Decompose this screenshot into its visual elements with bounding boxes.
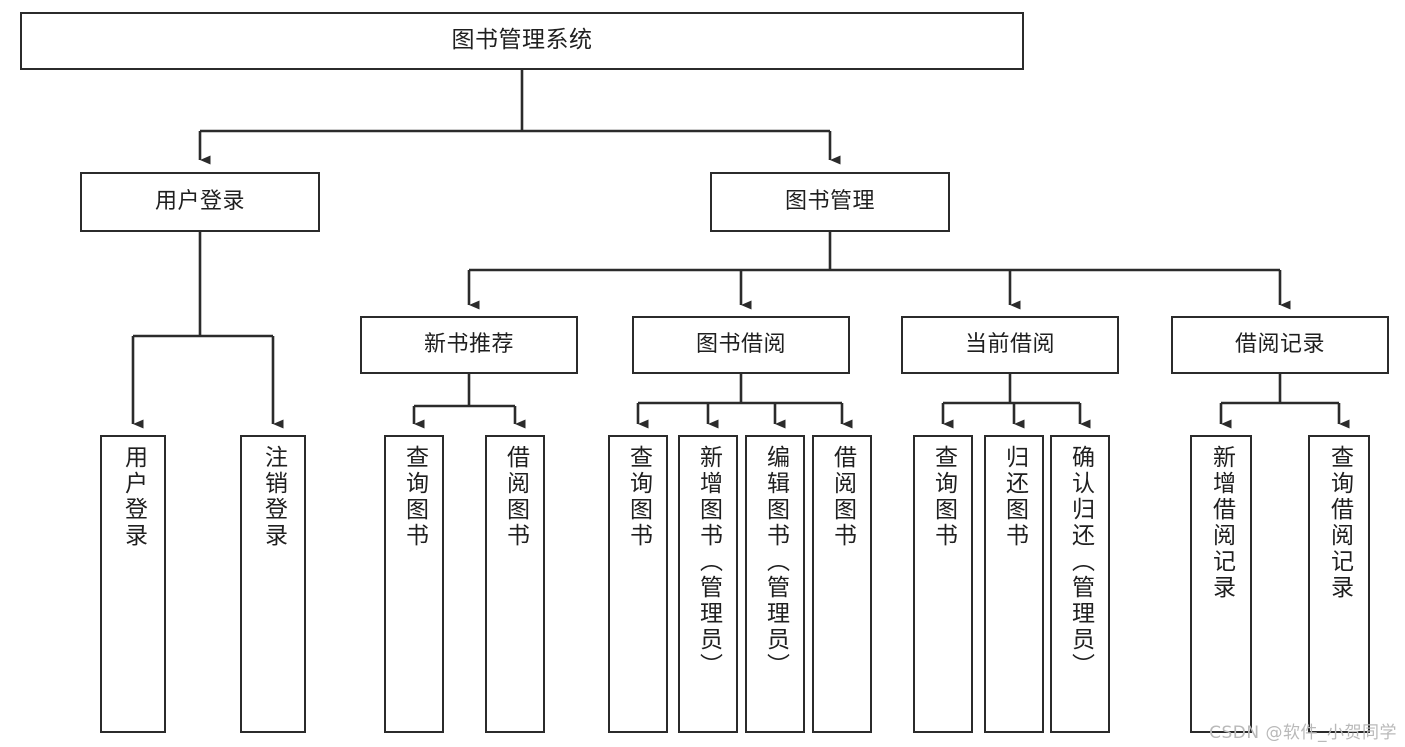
node-user-login[interactable]: 用户登录: [80, 172, 320, 232]
node-leaf-borrow-book[interactable]: 借阅图书: [812, 435, 872, 733]
node-label: 查询图书: [401, 445, 428, 549]
node-leaf-query-borrow-record[interactable]: 查询借阅记录: [1308, 435, 1370, 733]
node-label: 新增图书（管理员）: [695, 445, 722, 679]
node-leaf-confirm-return-admin[interactable]: 确认归还（管理员）: [1050, 435, 1110, 733]
node-leaf-user-login[interactable]: 用户登录: [100, 435, 166, 733]
node-book-manage[interactable]: 图书管理: [710, 172, 950, 232]
node-borrow-record[interactable]: 借阅记录: [1171, 316, 1389, 374]
node-leaf-query-book-recommend[interactable]: 查询图书: [384, 435, 444, 733]
node-leaf-return-book[interactable]: 归还图书: [984, 435, 1044, 733]
node-label: 查询图书: [625, 445, 652, 549]
node-book-borrow[interactable]: 图书借阅: [632, 316, 850, 374]
node-label: 图书借阅: [695, 332, 786, 358]
node-label: 查询借阅记录: [1326, 445, 1353, 601]
node-leaf-edit-book-admin[interactable]: 编辑图书（管理员）: [745, 435, 805, 733]
node-label: 新书推荐: [423, 332, 514, 358]
node-label: 借阅记录: [1234, 332, 1325, 358]
node-label: 归还图书: [1001, 445, 1028, 549]
node-label: 注销登录: [260, 445, 287, 549]
node-label: 借阅图书: [502, 445, 529, 549]
node-new-book-recommend[interactable]: 新书推荐: [360, 316, 578, 374]
node-leaf-borrow-book-recommend[interactable]: 借阅图书: [485, 435, 545, 733]
node-label: 用户登录: [120, 445, 147, 549]
node-book-management-system[interactable]: 图书管理系统: [20, 12, 1024, 70]
node-label: 确认归还（管理员）: [1067, 445, 1094, 679]
node-leaf-query-book-borrow[interactable]: 查询图书: [608, 435, 668, 733]
node-label: 图书管理系统: [451, 27, 593, 54]
node-label: 用户登录: [154, 189, 245, 215]
node-label: 新增借阅记录: [1208, 445, 1235, 601]
node-leaf-add-book-admin[interactable]: 新增图书（管理员）: [678, 435, 738, 733]
node-leaf-query-book-current[interactable]: 查询图书: [913, 435, 973, 733]
watermark-text: CSDN @软件_小贺同学: [1209, 723, 1397, 743]
node-current-borrow[interactable]: 当前借阅: [901, 316, 1119, 374]
node-label: 当前借阅: [964, 332, 1055, 358]
node-label: 编辑图书（管理员）: [762, 445, 789, 679]
node-label: 图书管理: [784, 189, 875, 215]
node-leaf-add-borrow-record[interactable]: 新增借阅记录: [1190, 435, 1252, 733]
node-label: 查询图书: [930, 445, 957, 549]
node-leaf-logout-login[interactable]: 注销登录: [240, 435, 306, 733]
node-label: 借阅图书: [829, 445, 856, 549]
